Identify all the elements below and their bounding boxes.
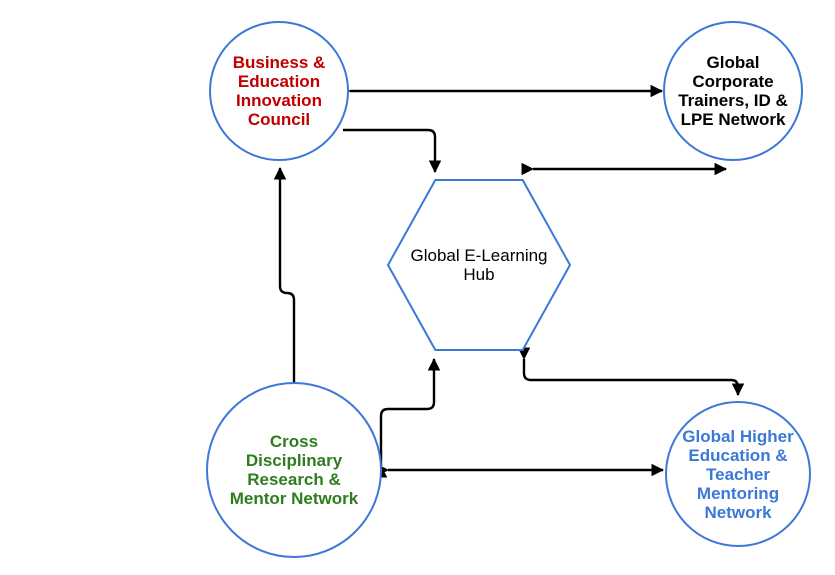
- connector-council-to-hub: [343, 128, 442, 173]
- connector-cross-disciplinary-to-council: [273, 167, 296, 383]
- connector-cross-disciplinary-to-hub: [374, 358, 441, 478]
- node-shape-cross-disciplinary-research-mentor-network[interactable]: [206, 382, 382, 558]
- connector-hub-to-higher-education: [517, 347, 745, 396]
- node-shape-global-e-learning-hub[interactable]: [386, 179, 572, 351]
- connector-layer: [273, 84, 745, 478]
- node-shape-global-higher-education-teacher-mentoring-network[interactable]: [665, 401, 811, 547]
- node-shape-business-education-innovation-council[interactable]: [209, 21, 349, 161]
- node-shape-global-corporate-trainers-id-lpe-network[interactable]: [663, 21, 803, 161]
- node-shape-layer: [206, 21, 811, 558]
